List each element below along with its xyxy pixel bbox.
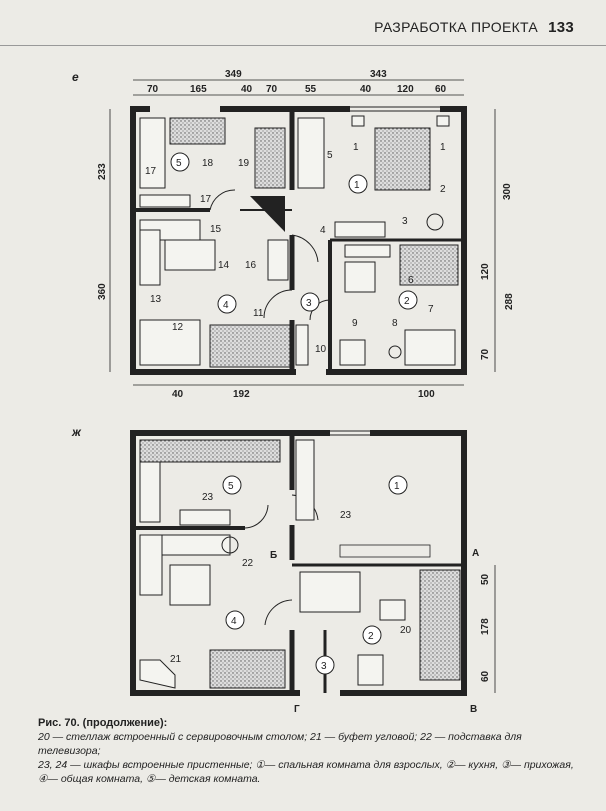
num-label: 22 bbox=[242, 558, 254, 569]
dim-seg-0: 70 bbox=[147, 84, 159, 95]
dim-seg-3: 70 bbox=[266, 84, 278, 95]
dim-bottom-2: 100 bbox=[418, 389, 435, 400]
dim-left-0: 233 bbox=[97, 163, 108, 180]
dim-right-0: 300 bbox=[502, 183, 513, 200]
dim-seg-7: 60 bbox=[435, 84, 447, 95]
caption-line: 20 — стеллаж встроенный с сервировочным … bbox=[38, 731, 522, 757]
dim-seg-5: 40 bbox=[360, 84, 372, 95]
plan-zh-label: ж bbox=[72, 425, 81, 439]
dim-bottom-0: 40 bbox=[172, 389, 184, 400]
dim-bottom-1: 192 bbox=[233, 389, 250, 400]
caption-line: ④— общая комната, ⑤— детская комната. bbox=[38, 773, 261, 785]
page-number: 133 bbox=[548, 19, 574, 36]
dim-right-1: 120 bbox=[480, 263, 491, 280]
header-title: РАЗРАБОТКА ПРОЕКТА bbox=[374, 19, 539, 35]
num-label: 18 bbox=[202, 158, 214, 169]
zh-dim-right-2: 60 bbox=[480, 670, 491, 682]
caption-line: 23, 24 — шкафы встроенные пристенные; ①—… bbox=[38, 759, 574, 771]
room-number: 2 bbox=[368, 631, 374, 642]
num-label: 11 bbox=[253, 308, 264, 319]
num-label: 10 bbox=[315, 344, 327, 355]
section-mark: Б bbox=[270, 550, 277, 561]
dim-seg-4: 55 bbox=[305, 84, 317, 95]
num-label: 9 bbox=[352, 318, 358, 329]
room-number: 1 bbox=[354, 180, 360, 191]
num-label: 4 bbox=[320, 225, 326, 236]
num-label: 3 bbox=[402, 216, 408, 227]
figure-caption: Рис. 70. (продолжение): 20 — стеллаж вст… bbox=[38, 716, 578, 786]
num-label: 8 bbox=[392, 318, 398, 329]
running-header: РАЗРАБОТКА ПРОЕКТА 133 bbox=[374, 19, 574, 36]
dim-right-2: 288 bbox=[504, 293, 515, 310]
num-label: 12 bbox=[172, 322, 184, 333]
zh-dim-right-0: 50 bbox=[480, 573, 491, 585]
zh-dim-right-1: 178 bbox=[480, 618, 491, 635]
num-label: 15 bbox=[210, 224, 222, 235]
num-label: 23 bbox=[340, 510, 352, 521]
num-label: 16 bbox=[245, 260, 257, 271]
section-mark: Г bbox=[294, 704, 300, 715]
plan-zh: 50 178 60 Б А Г В 23 22 23 20 21 5 1 4 2… bbox=[130, 428, 496, 715]
num-label: 6 bbox=[408, 275, 414, 286]
plan-e: 349 343 70 165 40 70 55 40 120 60 233 36… bbox=[97, 69, 515, 400]
room-number: 2 bbox=[404, 296, 410, 307]
num-label: 14 bbox=[218, 260, 230, 271]
num-label: 21 bbox=[170, 654, 182, 665]
dim-top-0: 349 bbox=[225, 69, 242, 80]
num-label: 7 bbox=[428, 304, 434, 315]
dim-right-3: 70 bbox=[480, 348, 491, 360]
room-number: 4 bbox=[223, 300, 229, 311]
num-label: 13 bbox=[150, 294, 162, 305]
num-label: 20 bbox=[400, 625, 412, 636]
num-label: 1 bbox=[440, 142, 446, 153]
num-label: 2 bbox=[440, 184, 446, 195]
plan-zh-outer-wall bbox=[130, 430, 467, 696]
dim-top-1: 343 bbox=[370, 69, 387, 80]
dim-seg-1: 165 bbox=[190, 84, 207, 95]
dim-left-1: 360 bbox=[97, 283, 108, 300]
dim-seg-2: 40 bbox=[241, 84, 253, 95]
num-label: 23 bbox=[202, 492, 214, 503]
room-number: 3 bbox=[321, 661, 327, 672]
section-mark: А bbox=[472, 548, 479, 559]
dim-seg-6: 120 bbox=[397, 84, 414, 95]
section-mark: В bbox=[470, 704, 477, 715]
num-label: 17 bbox=[145, 166, 157, 177]
header-rule bbox=[0, 45, 606, 46]
room-number: 1 bbox=[394, 481, 400, 492]
num-label: 17 bbox=[200, 194, 212, 205]
num-label: 19 bbox=[238, 158, 250, 169]
num-label: 1 bbox=[353, 142, 359, 153]
plan-e-label: е bbox=[72, 70, 79, 84]
room-number: 5 bbox=[176, 158, 182, 169]
room-number: 5 bbox=[228, 481, 234, 492]
room-number: 3 bbox=[306, 298, 312, 309]
room-number: 4 bbox=[231, 616, 237, 627]
num-label: 5 bbox=[327, 150, 333, 161]
caption-title: Рис. 70. (продолжение): bbox=[38, 717, 168, 729]
